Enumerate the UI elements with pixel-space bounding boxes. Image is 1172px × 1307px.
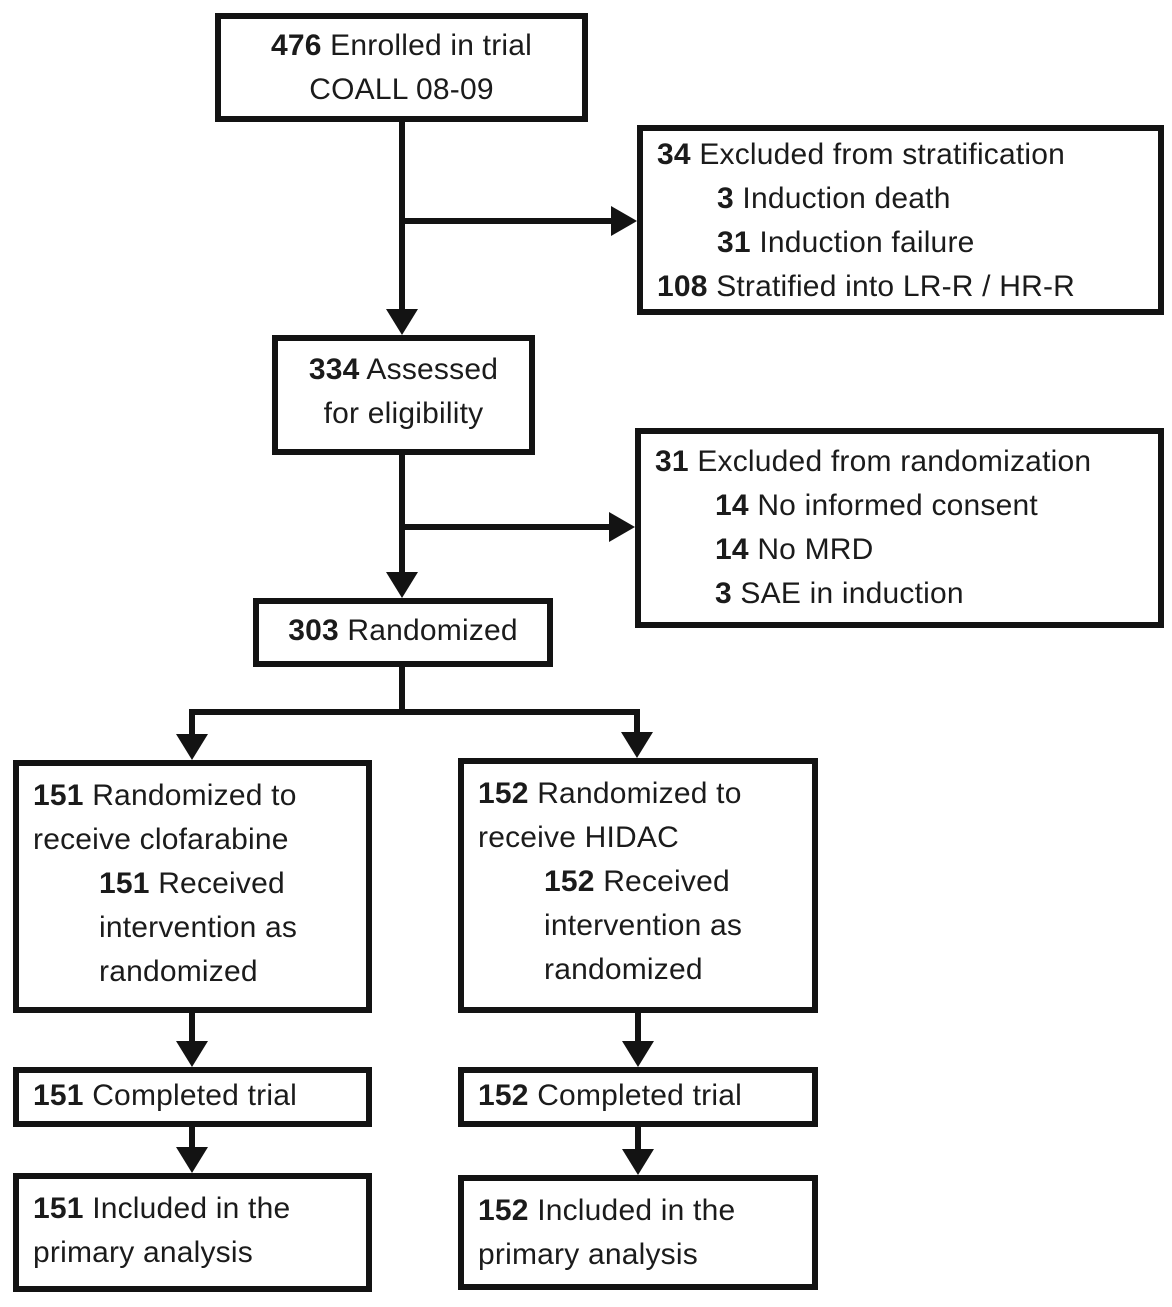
row-count: 31	[655, 445, 689, 478]
enrolled-line-1: 476 Enrolled in trial	[231, 24, 572, 68]
completed-label: Completed trial	[528, 1079, 742, 1112]
completed-count: 152	[478, 1079, 529, 1112]
row-label: Excluded from randomization	[688, 445, 1092, 478]
arm-count: 151	[33, 779, 84, 812]
exclusion-row: 14 No informed consent	[715, 484, 1144, 528]
connector-enrolled-to-assessed	[386, 122, 418, 335]
analysis-label: Included in the primary analysis	[33, 1192, 291, 1269]
connector-to-excluded-randomization	[402, 512, 635, 542]
box-completed-hidac: 152 Completed trial	[458, 1067, 818, 1127]
row-label: Induction failure	[750, 226, 975, 259]
assessed-label-2: for eligibility	[323, 397, 484, 430]
analysis-label: Included in the primary analysis	[478, 1194, 736, 1271]
connector-arm-right-to-completed	[622, 1013, 654, 1067]
exclusion-row: 31 Induction failure	[717, 221, 1144, 265]
assessed-label: Assessed	[359, 353, 499, 386]
received-label: Received intervention as randomized	[99, 867, 298, 988]
box-excluded-stratification: 34 Excluded from stratification 3 Induct…	[637, 125, 1164, 315]
arm-received-line: 151 Received intervention as randomized	[99, 862, 352, 994]
row-label: Induction death	[733, 182, 951, 215]
completed-line: 151 Completed trial	[33, 1074, 352, 1118]
enrolled-line-2: COALL 08-09	[231, 68, 572, 112]
box-analysis-clofarabine: 151 Included in the primary analysis	[13, 1173, 372, 1292]
row-count: 14	[715, 489, 749, 522]
connector-randomized-split	[176, 667, 653, 760]
row-label: Excluded from stratification	[690, 138, 1066, 171]
assessed-line-2: for eligibility	[288, 392, 519, 436]
row-label: Stratified into LR-R / HR-R	[707, 270, 1076, 303]
box-assessed: 334 Assessed for eligibility	[272, 335, 535, 455]
arm-randomized-line: 151 Randomized to receive clofarabine	[33, 774, 352, 862]
connector-completed-left-to-analysis	[176, 1127, 208, 1173]
box-randomized: 303 Randomized	[253, 598, 553, 667]
received-count: 151	[99, 867, 150, 900]
box-excluded-randomization: 31 Excluded from randomization 14 No inf…	[635, 428, 1164, 628]
arm-label: Randomized to receive HIDAC	[478, 777, 742, 854]
box-completed-clofarabine: 151 Completed trial	[13, 1067, 372, 1127]
received-count: 152	[544, 865, 595, 898]
arm-count: 152	[478, 777, 529, 810]
analysis-count: 152	[478, 1194, 529, 1227]
analysis-line: 152 Included in the primary analysis	[478, 1189, 798, 1277]
exclusion-row: 34 Excluded from stratification	[657, 133, 1144, 177]
row-label: SAE in induction	[731, 577, 964, 610]
completed-count: 151	[33, 1079, 84, 1112]
row-count: 31	[717, 226, 751, 259]
row-count: 3	[717, 182, 734, 215]
row-label: No MRD	[748, 533, 874, 566]
arm-label: Randomized to receive clofarabine	[33, 779, 297, 856]
completed-label: Completed trial	[83, 1079, 297, 1112]
row-count: 108	[657, 270, 708, 303]
connector-to-excluded-stratification	[402, 206, 637, 236]
box-enrolled: 476 Enrolled in trial COALL 08-09	[215, 13, 588, 122]
analysis-line: 151 Included in the primary analysis	[33, 1187, 352, 1275]
box-arm-hidac: 152 Randomized to receive HIDAC 152 Rece…	[458, 758, 818, 1013]
enrolled-count: 476	[270, 29, 322, 62]
arm-received-line: 152 Received intervention as randomized	[544, 860, 798, 992]
exclusion-row: 3 SAE in induction	[715, 572, 1144, 616]
analysis-count: 151	[33, 1192, 84, 1225]
connector-assessed-to-randomized	[386, 455, 418, 598]
assessed-count: 334	[308, 353, 360, 386]
exclusion-row: 31 Excluded from randomization	[655, 440, 1144, 484]
box-analysis-hidac: 152 Included in the primary analysis	[458, 1175, 818, 1290]
randomized-label: Randomized	[338, 614, 518, 647]
row-count: 3	[715, 577, 732, 610]
exclusion-row: 3 Induction death	[717, 177, 1144, 221]
connector-arm-left-to-completed	[176, 1013, 208, 1067]
box-arm-clofarabine: 151 Randomized to receive clofarabine 15…	[13, 760, 372, 1013]
received-label: Received intervention as randomized	[544, 865, 743, 986]
row-count: 14	[715, 533, 749, 566]
arm-randomized-line: 152 Randomized to receive HIDAC	[478, 772, 798, 860]
randomized-line: 303 Randomized	[269, 609, 537, 653]
assessed-line-1: 334 Assessed	[288, 348, 519, 392]
enrolled-label: Enrolled in trial	[321, 29, 533, 62]
row-count: 34	[657, 138, 691, 171]
connector-completed-right-to-analysis	[622, 1127, 654, 1175]
completed-line: 152 Completed trial	[478, 1074, 798, 1118]
exclusion-row: 108 Stratified into LR-R / HR-R	[657, 265, 1144, 309]
randomized-count: 303	[288, 614, 339, 647]
row-label: No informed consent	[748, 489, 1038, 522]
trial-name: COALL 08-09	[309, 73, 494, 106]
exclusion-row: 14 No MRD	[715, 528, 1144, 572]
